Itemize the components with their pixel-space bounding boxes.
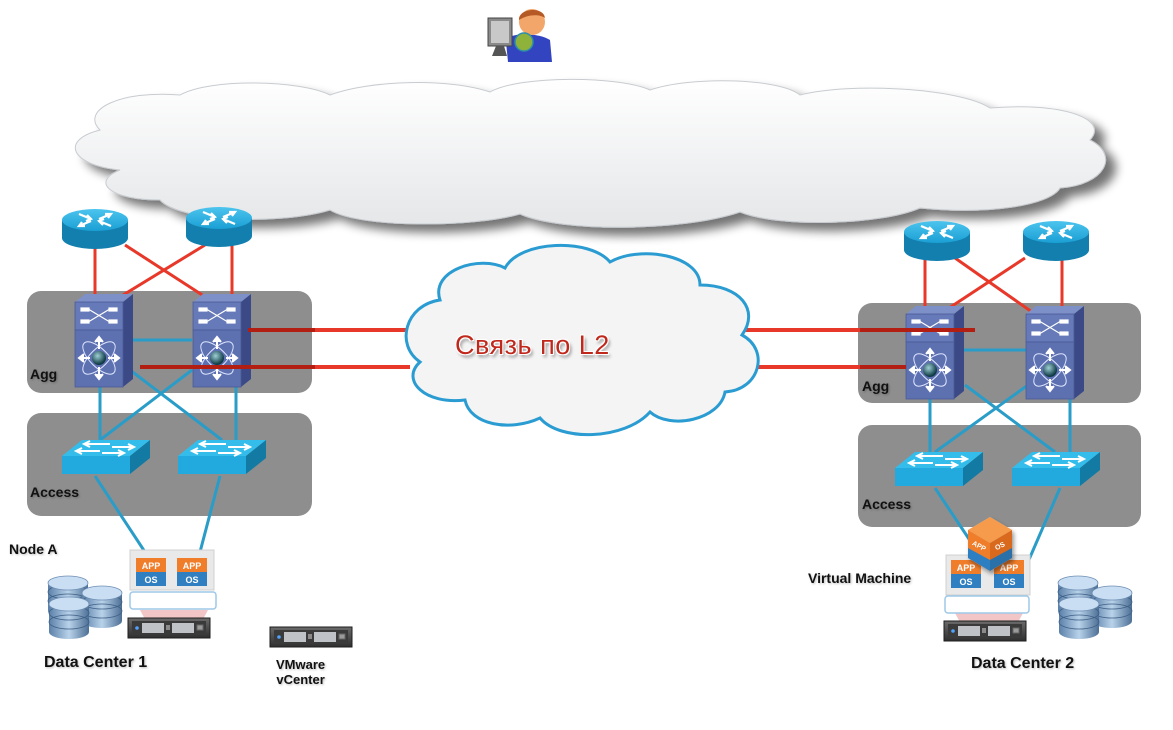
dc2-uplinks (923, 255, 1064, 314)
dc1-access-label: Access (30, 484, 80, 500)
dc2-vm-1: APP OS (951, 560, 981, 588)
dc2-agg-switch-1 (905, 305, 965, 400)
l2-links (140, 328, 975, 369)
dc1-title: Data Center 1 (44, 654, 148, 671)
l2-cloud (404, 244, 760, 436)
vcenter-label: VMware vCenter (276, 657, 325, 687)
l2-link-label: Связь по L2 (455, 330, 610, 360)
vm-os-label: OS (1002, 577, 1015, 587)
vm-app-label: APP (957, 563, 976, 573)
dc2-vm-label: Virtual Machine (808, 570, 912, 586)
dc2-server (943, 620, 1027, 642)
wan-cloud (75, 78, 1107, 228)
vm-os-label: OS (185, 575, 198, 585)
dc2-storage-icon (1057, 575, 1133, 640)
dc1-server (127, 617, 211, 639)
dc2-access-label: Access (862, 496, 912, 512)
dc2-title: Data Center 2 (971, 655, 1075, 672)
dc2-agg-switch-2 (1025, 305, 1085, 400)
vcenter-label-line1: VMware (276, 657, 326, 672)
dc2-agg-zone (858, 303, 1141, 403)
dc1-storage-icon (47, 575, 123, 640)
vcenter-label-line2: vCenter (276, 672, 325, 687)
vm-os-label: OS (959, 577, 972, 587)
dc1-agg-switch-2 (192, 293, 252, 388)
dc1-node-label: Node A (9, 541, 58, 557)
dc1-router-2 (184, 205, 254, 249)
vm-app-label: APP (142, 561, 161, 571)
dc1-router-1 (60, 207, 130, 251)
vcenter-server (269, 626, 353, 648)
dc2-router-2 (1021, 219, 1091, 263)
dc1-agg-switch-1 (74, 293, 134, 388)
dc1-uplinks (93, 238, 234, 302)
dc1-access-links (93, 338, 238, 553)
vm-os-label: OS (144, 575, 157, 585)
vm-os-label: OS (994, 541, 1007, 552)
dc2-router-1 (902, 219, 972, 263)
remote-user-icon (487, 9, 552, 62)
vm-app-label: APP (1000, 563, 1019, 573)
migrating-vm-cube: APP OS (968, 517, 1012, 571)
dc1-vm-2: APP OS (177, 558, 207, 586)
vm-app-label: APP (183, 561, 202, 571)
dc2-agg-label: Agg (862, 378, 890, 394)
dc1-access-zone (27, 413, 312, 516)
dc1-vm-1: APP OS (136, 558, 166, 586)
dc1-agg-zone (27, 291, 312, 393)
dc1-agg-label: Agg (30, 366, 58, 382)
